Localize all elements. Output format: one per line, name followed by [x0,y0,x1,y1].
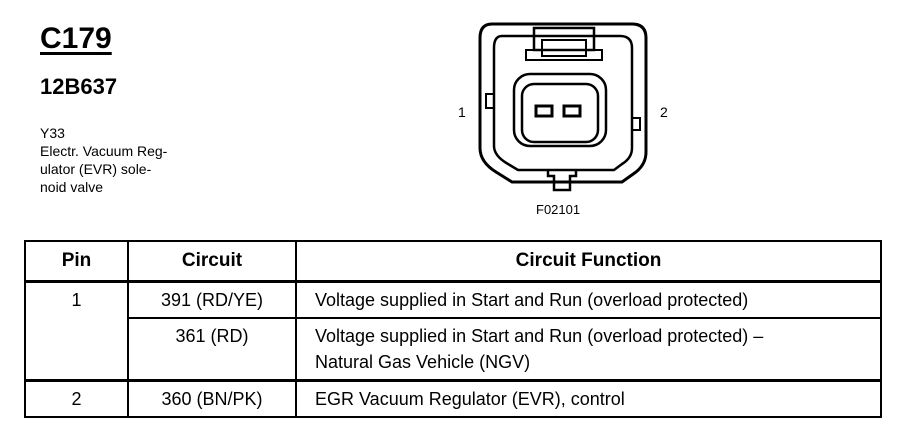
pinout-table: Pin Circuit Circuit Function 1 391 (RD/Y… [24,240,882,418]
part-number: 12B637 [40,74,118,99]
header-pin: Pin [24,240,129,283]
circuit-cell: 361 (RD) [127,317,297,382]
table-row: 361 (RD) Voltage supplied in Start and R… [25,317,882,382]
function-line: Voltage supplied in Start and Run (overl… [315,326,764,346]
table-header-row: Pin Circuit Circuit Function [24,240,882,283]
circuit-cell: 391 (RD/YE) [127,280,297,319]
pin-cell: 2 [24,379,129,418]
component-description: Y33 Electr. Vacuum Reg- ulator (EVR) sol… [40,124,210,196]
function-line: Natural Gas Vehicle (NGV) [315,352,531,372]
connector-id: C179 [40,22,112,55]
figure-code: F02101 [536,202,581,217]
function-line: EGR Vacuum Regulator (EVR), control [315,389,625,409]
table-row: 1 391 (RD/YE) Voltage supplied in Start … [24,280,882,382]
description-line: noid valve [40,179,104,195]
header-circuit: Circuit [127,240,297,283]
header-function: Circuit Function [295,240,882,283]
description-line: Electr. Vacuum Reg- [40,143,168,159]
pin-2-label: 2 [660,104,668,120]
function-cell: Voltage supplied in Start and Run (overl… [295,280,882,319]
description-line: Y33 [40,125,65,141]
table-row: 2 360 (BN/PK) EGR Vacuum Regulator (EVR)… [24,379,882,418]
connector-face-diagram [478,22,648,192]
pin-1-label: 1 [458,104,466,120]
pin-cell: 1 [24,280,129,382]
circuit-cell: 360 (BN/PK) [127,379,297,418]
function-cell: EGR Vacuum Regulator (EVR), control [295,379,882,418]
function-line: Voltage supplied in Start and Run (overl… [315,290,749,310]
function-cell: Voltage supplied in Start and Run (overl… [295,317,882,382]
description-line: ulator (EVR) sole- [40,161,152,177]
